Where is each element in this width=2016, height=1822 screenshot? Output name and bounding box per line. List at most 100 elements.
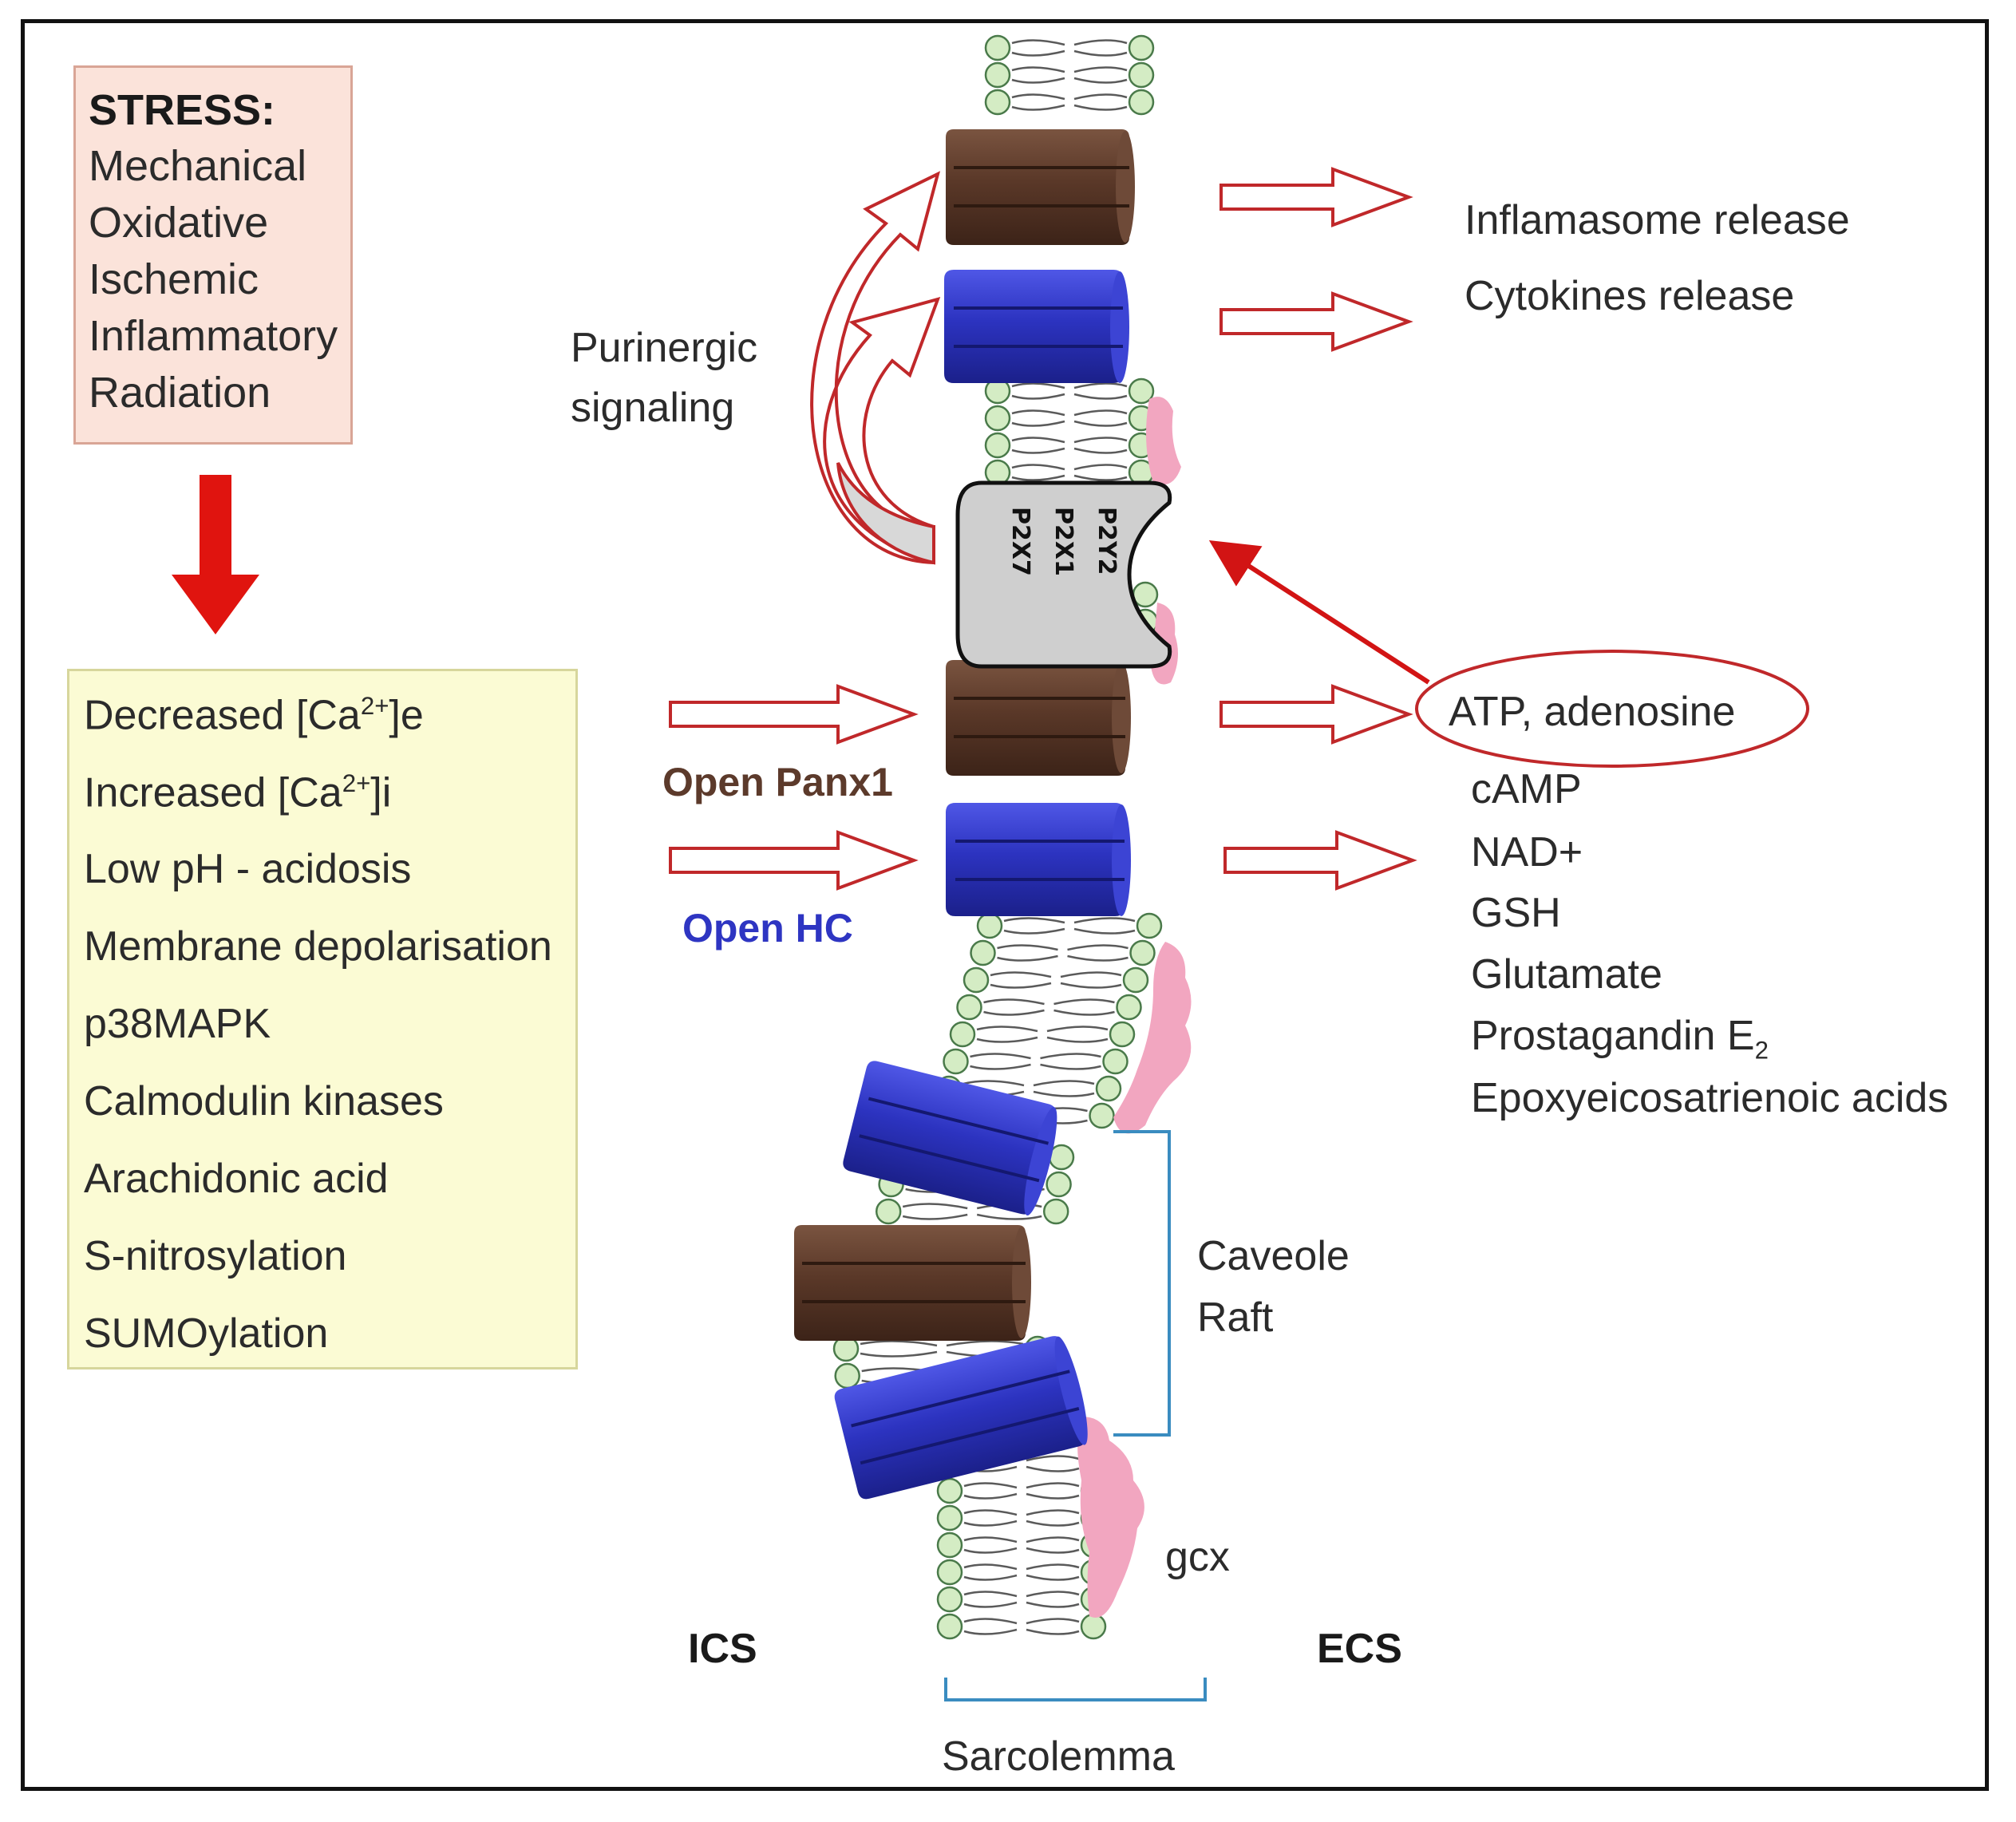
lipid-head	[1042, 1198, 1069, 1225]
caveole-raft-bracket	[1113, 1130, 1171, 1437]
svg-text:P2Y2: P2Y2	[1093, 507, 1121, 575]
lipid-tails	[902, 1203, 1042, 1220]
lipid-tails	[997, 944, 1129, 962]
open-panx1-label: Open Panx1	[662, 760, 893, 804]
lipid-tails	[1011, 39, 1128, 57]
sarcolemma-bracket	[944, 1678, 1207, 1701]
factor-item: Low pH - acidosis	[84, 846, 412, 892]
arrow-to-hc	[669, 830, 919, 891]
ecs-label: ECS	[1317, 1626, 1402, 1672]
lipid-tails	[1011, 464, 1128, 481]
factor-item: Increased [Ca2+]i	[84, 769, 392, 816]
lipid-head	[984, 34, 1011, 61]
factor-item: SUMOylation	[84, 1310, 329, 1357]
lipid-tails	[990, 971, 1122, 989]
lipid-head	[1046, 1171, 1072, 1198]
lipid-tails	[963, 1482, 1080, 1500]
glycocalyx	[1077, 397, 1192, 1618]
lipid-head	[936, 1477, 963, 1504]
lipid-tails	[963, 1618, 1080, 1635]
caveole-label: Caveole	[1197, 1233, 1350, 1279]
lipid-tails	[1003, 917, 1136, 935]
factor-item: p38MAPK	[84, 1001, 271, 1047]
lipid-head	[1109, 1021, 1136, 1048]
p2-receptor-labels: P2Y2 P2X1 P2X7	[1006, 507, 1121, 576]
lipid-head	[943, 1048, 969, 1075]
factor-item: Arachidonic acid	[84, 1156, 389, 1202]
open-hc-label: Open HC	[682, 906, 853, 951]
lipid-head	[984, 405, 1011, 432]
lipid-head	[1102, 1048, 1129, 1075]
lipid-head	[936, 1586, 963, 1613]
atp-adenosine-label: ATP, adenosine	[1449, 689, 1736, 735]
purinergic-feedback-arrows	[810, 171, 941, 565]
hemichannel-middle	[946, 803, 1131, 916]
lipid-head	[949, 1021, 976, 1048]
lipid-head	[936, 1613, 963, 1640]
stress-item-mechanical: Mechanical	[89, 142, 307, 190]
factor-item: Calmodulin kinases	[84, 1078, 444, 1124]
panx1-channel-caveole	[794, 1225, 1031, 1341]
purinergic-label-line1: Purinergic	[571, 325, 758, 371]
lipid-tails	[983, 998, 1115, 1016]
lipid-head	[1095, 1075, 1122, 1102]
factor-item: Membrane depolarisation	[84, 923, 552, 970]
lipid-head	[970, 939, 996, 966]
atp-to-receptor-arrow	[1208, 539, 1430, 685]
stress-item-ischemic: Ischemic	[89, 255, 259, 303]
cytokines-release-label: Cytokines release	[1465, 273, 1795, 319]
lipid-head	[1128, 89, 1155, 116]
lipid-head	[984, 432, 1011, 459]
epoxyeicosatrienoic-label: Epoxyeicosatrienoic acids	[1471, 1075, 1949, 1121]
gcx-label: gcx	[1165, 1534, 1230, 1580]
raft-label: Raft	[1197, 1294, 1274, 1341]
lipid-head	[1080, 1613, 1107, 1640]
hemichannel-tilted-lower	[834, 1336, 1088, 1500]
hemichannel-top	[944, 270, 1129, 383]
lipid-head	[875, 1198, 902, 1225]
arrow-to-atp	[1219, 684, 1413, 745]
hemichannel-tilted-upper	[843, 1061, 1057, 1216]
stress-item-oxidative: Oxidative	[89, 199, 269, 247]
gsh-label: GSH	[1471, 890, 1561, 936]
lipid-tails	[963, 1563, 1080, 1581]
lipid-head	[976, 912, 1003, 939]
lipid-tails	[976, 1026, 1109, 1043]
lipid-head	[984, 89, 1011, 116]
lipid-head	[1116, 994, 1142, 1021]
stress-title: STRESS:	[89, 86, 276, 134]
lipid-tails	[1011, 66, 1128, 84]
arrow-to-metabolites	[1223, 830, 1417, 891]
lipid-head	[936, 1532, 963, 1559]
lipid-tails	[1011, 93, 1128, 111]
lipid-head	[984, 61, 1011, 89]
lipid-tails	[963, 1509, 1080, 1527]
atp-ellipse	[1415, 650, 1809, 768]
factor-item: Decreased [Ca2+]e	[84, 692, 424, 739]
lipid-head	[956, 994, 982, 1021]
lipid-head	[1129, 939, 1156, 966]
channel-opening-factors-box: Decreased [Ca2+]e Increased [Ca2+]i Low …	[67, 669, 578, 1369]
factor-item: S-nitrosylation	[84, 1233, 347, 1279]
lipid-head	[1128, 377, 1155, 405]
stress-box: STRESS: Mechanical Oxidative Ischemic In…	[73, 65, 353, 445]
lipid-tails	[970, 1053, 1101, 1070]
lipid-head	[1136, 912, 1163, 939]
lipid-head	[834, 1362, 860, 1389]
ics-label: ICS	[688, 1626, 757, 1672]
arrow-to-panx1	[669, 684, 919, 745]
nad-label: NAD+	[1471, 829, 1583, 875]
stress-down-arrow	[172, 475, 259, 634]
lipid-head	[1128, 61, 1155, 89]
lipid-tails	[1011, 382, 1128, 400]
inflamasome-release-label: Inflamasome release	[1465, 197, 1850, 243]
purinergic-label-line2: signaling	[571, 385, 735, 431]
arrow-to-cytokines	[1219, 291, 1413, 352]
lipid-tails	[1011, 409, 1128, 427]
lipid-head	[1089, 1102, 1115, 1129]
panx1-channel-middle	[946, 660, 1131, 776]
p2-receptor	[955, 480, 1172, 669]
stress-item-inflammatory: Inflammatory	[89, 312, 338, 360]
